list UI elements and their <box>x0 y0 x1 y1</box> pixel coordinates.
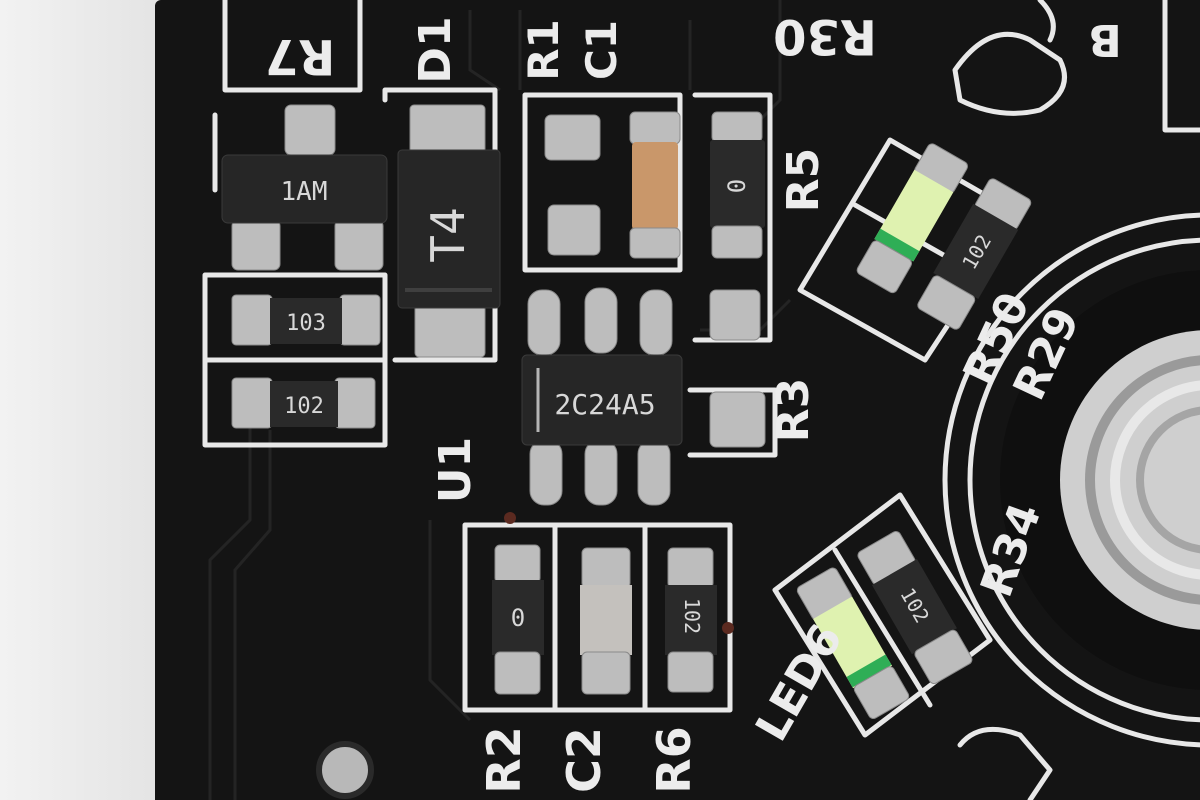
diode-t4: T4 <box>397 104 501 358</box>
r2-c2-r6: 0 102 <box>492 544 717 695</box>
transistor-1am: 1AM <box>221 104 388 271</box>
resistor-102-left: 102 <box>231 377 376 429</box>
capacitor-c2 <box>580 585 632 655</box>
spring-contact <box>1000 270 1200 690</box>
label-r30: R30 <box>773 8 877 64</box>
label-r2: R2 <box>477 726 531 793</box>
r3-pad <box>709 391 766 448</box>
led6-group: 102 <box>796 531 973 720</box>
ic-marking: 2C24A5 <box>554 388 655 421</box>
label-d1: D1 <box>410 16 461 83</box>
via <box>722 622 734 634</box>
traces <box>208 0 792 800</box>
silkscreen-outlines <box>202 0 1200 800</box>
label-u1: U1 <box>430 437 481 503</box>
label-r6: R6 <box>647 726 701 793</box>
label-c1: C1 <box>577 20 626 80</box>
label-r1: R1 <box>519 19 568 81</box>
led-r5-group: 102 <box>856 143 1032 330</box>
label-c2: C2 <box>557 727 611 793</box>
label-r5: R5 <box>778 148 829 213</box>
label-r7: R7 <box>265 28 335 84</box>
label-r3: R3 <box>768 378 819 443</box>
resistor-code: 0 <box>723 179 751 193</box>
diode-marking: T4 <box>421 207 475 262</box>
resistor-code: 102 <box>284 394 324 419</box>
reference-labels: R7 D1 R1 C1 R30 R5 R3 U1 R2 C2 R6 LED6 R… <box>265 8 1122 794</box>
test-pad <box>316 741 374 799</box>
transistor-marking: 1AM <box>281 177 328 207</box>
resistor-code: 103 <box>286 311 326 336</box>
resistor-103: 103 <box>231 294 381 346</box>
via <box>504 512 516 524</box>
label-led6: LED6 <box>746 616 853 750</box>
resistor-code: 0 <box>511 604 525 632</box>
resistor-code: 102 <box>680 598 704 634</box>
white-background <box>0 0 160 800</box>
label-b: B <box>1088 14 1122 65</box>
capacitor <box>632 142 678 230</box>
ic-u1: 2C24A5 <box>521 287 683 506</box>
r1-c1-area: 0 <box>544 111 765 341</box>
